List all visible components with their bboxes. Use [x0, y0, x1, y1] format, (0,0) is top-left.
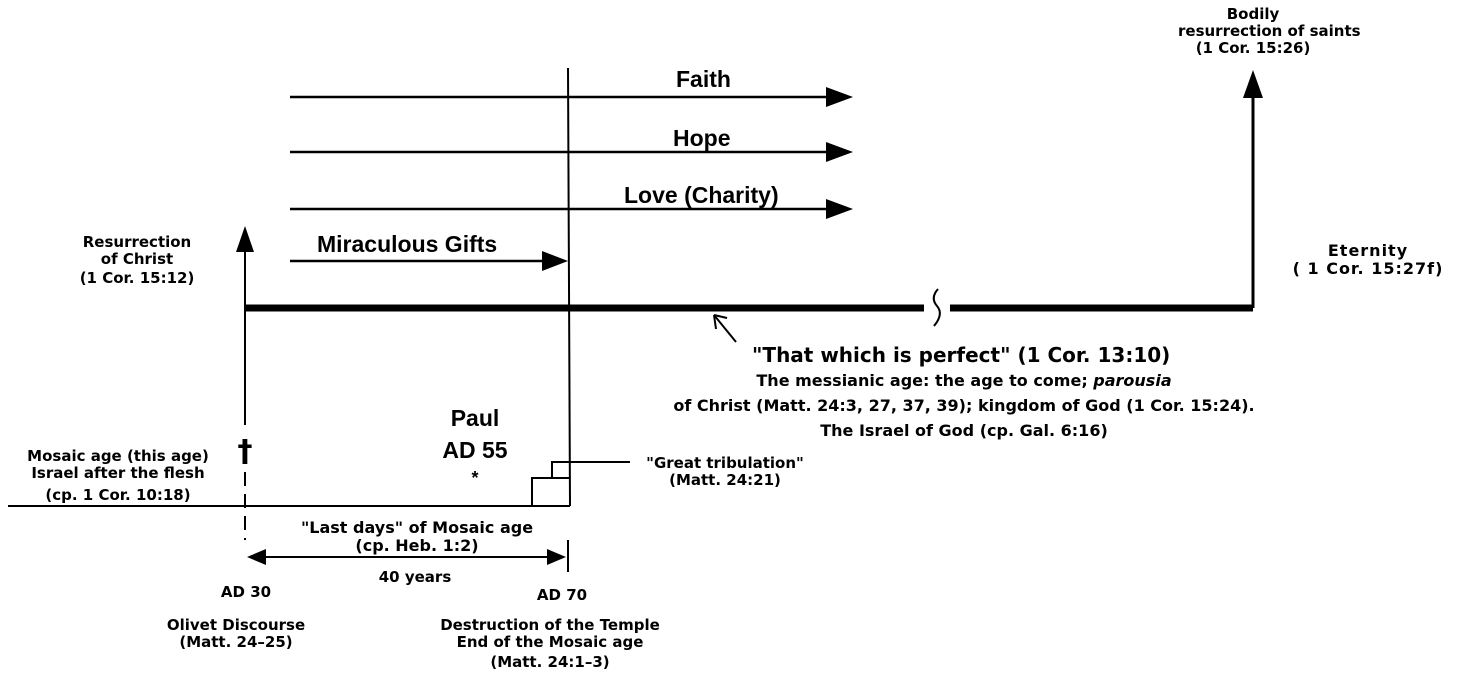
forty-years-label: 40 years — [378, 568, 452, 586]
messianic-line-1: The messianic age: the age to come; paro… — [634, 368, 1294, 393]
eternity-label: Eternity ( 1 Cor. 15:27f) — [1268, 242, 1468, 278]
cross-icon: † — [237, 434, 253, 469]
mosaic-line-1: Mosaic age (this age) — [27, 447, 209, 465]
mosaic-age-label: Mosaic age (this age) Israel after the f… — [2, 448, 234, 504]
messianic-line-3: The Israel of God (cp. Gal. 6:16) — [820, 421, 1108, 440]
tribulation-label: "Great tribulation" (Matt. 24:21) — [632, 455, 818, 489]
last-days-title: "Last days" of Mosaic age — [300, 518, 534, 537]
eternity-title: Eternity — [1327, 241, 1409, 260]
last-days-ref: (cp. Heb. 1:2) — [355, 536, 479, 555]
resurrection-arrow — [236, 226, 254, 425]
resurrection-line-2: of Christ — [100, 250, 174, 268]
perfect-label: "That which is perfect" (1 Cor. 13:10) — [752, 343, 1171, 367]
mosaic-ref: (cp. 1 Cor. 10:18) — [45, 486, 191, 504]
last-days-label: "Last days" of Mosaic age (cp. Heb. 1:2) — [282, 519, 552, 555]
paul-date: AD 55 — [442, 437, 508, 463]
bodily-resurrection-arrow — [1243, 70, 1263, 308]
paul-label: Paul AD 55 * — [430, 402, 520, 488]
perfect-pointer — [713, 314, 737, 343]
paul-name: Paul — [450, 405, 500, 431]
destruction-ref: (Matt. 24:1–3) — [490, 653, 610, 671]
resurrection-ref: (1 Cor. 15:12) — [79, 269, 195, 287]
bodily-ref: (1 Cor. 15:26) — [1195, 39, 1311, 57]
love-arrow — [290, 199, 853, 219]
messianic-label: The messianic age: the age to come; paro… — [634, 368, 1294, 443]
bodily-line-1: Bodily — [1226, 5, 1280, 23]
parousia-text: parousia — [1093, 371, 1172, 390]
tribulation-title: "Great tribulation" — [646, 454, 804, 472]
eternity-ref: ( 1 Cor. 15:27f) — [1292, 259, 1444, 278]
hope-label: Hope — [673, 125, 731, 151]
destruction-line-1: Destruction of the Temple — [440, 616, 660, 634]
resurrection-label: Resurrection of Christ (1 Cor. 15:12) — [62, 234, 212, 287]
ad70-label: AD 70 — [536, 586, 588, 604]
tribulation-steps — [531, 461, 630, 506]
ad70-vertical-line — [567, 67, 571, 507]
messianic-line-1-text: The messianic age: the age to come; — [756, 371, 1094, 390]
faith-label: Faith — [676, 66, 731, 92]
forty-years-arrow — [247, 549, 566, 565]
miraculous-gifts-label: Miraculous Gifts — [317, 231, 498, 257]
messianic-age-line — [245, 288, 1253, 327]
messianic-line-2: of Christ (Matt. 24:3, 27, 37, 39); king… — [673, 396, 1255, 415]
tribulation-ref: (Matt. 24:21) — [669, 471, 781, 489]
ad30-label: AD 30 — [220, 583, 272, 601]
bodily-resurrection-label: Bodily resurrection of saints (1 Cor. 15… — [1178, 5, 1361, 57]
paul-star: * — [471, 468, 479, 488]
mosaic-line-2: Israel after the flesh — [31, 464, 205, 482]
miraculous-gifts-arrow — [290, 251, 568, 271]
destruction-label: Destruction of the Temple End of the Mos… — [410, 617, 690, 671]
faith-arrow — [290, 87, 853, 107]
love-label: Love (Charity) — [624, 182, 779, 208]
olivet-label: Olivet Discourse (Matt. 24–25) — [146, 617, 326, 651]
resurrection-line-1: Resurrection — [82, 233, 192, 251]
bodily-line-2: resurrection of saints — [1178, 22, 1361, 40]
olivet-ref: (Matt. 24–25) — [179, 633, 293, 651]
hope-arrow — [290, 142, 853, 162]
olivet-title: Olivet Discourse — [166, 616, 306, 634]
destruction-line-2: End of the Mosaic age — [456, 633, 644, 651]
